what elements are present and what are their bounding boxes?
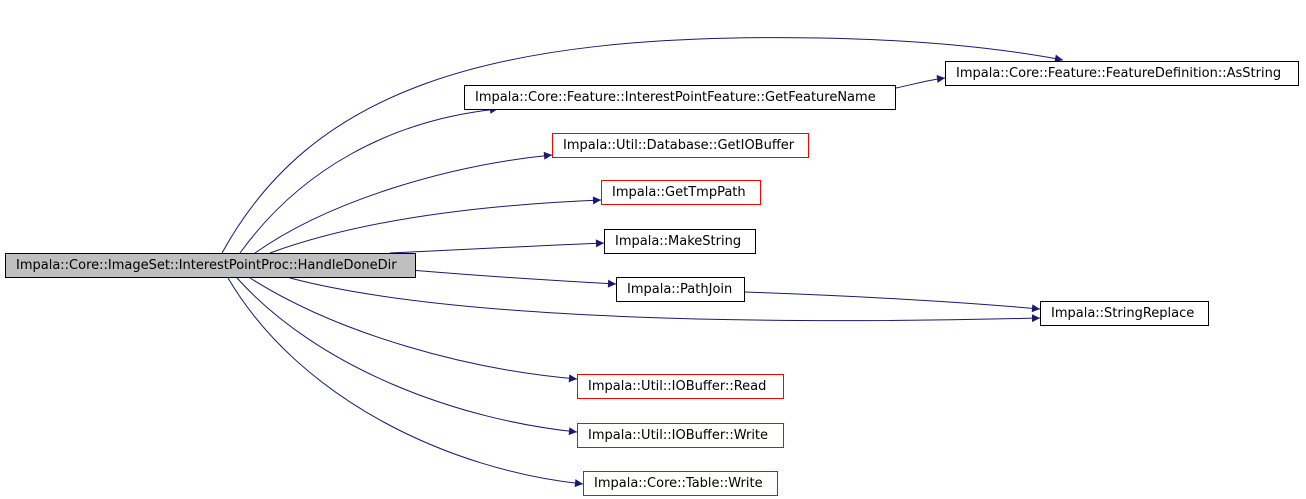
edge-pathjoin-to-stringreplace [744, 291, 1041, 313]
node-makestring[interactable]: Impala::MakeString [604, 229, 756, 254]
edge-root-to-getfeaturename [239, 105, 499, 254]
edge-root-to-iobuffer-write [236, 277, 578, 436]
edge-getfeaturename-to-asstring [895, 74, 946, 89]
edge-root-to-getiobuffer [254, 151, 553, 254]
node-handledonedir: Impala::Core::ImageSet::InterestPointPro… [5, 253, 416, 278]
edge-root-to-makestring [389, 239, 605, 254]
node-getiobuffer[interactable]: Impala::Util::Database::GetIOBuffer [552, 133, 809, 158]
node-iobuffer-read[interactable]: Impala::Util::IOBuffer::Read [577, 374, 784, 399]
edges-layer [221, 37, 1064, 488]
edge-root-to-gettmppath [269, 196, 602, 254]
node-stringreplace[interactable]: Impala::StringReplace [1040, 301, 1209, 326]
edge-root-to-stringreplace [289, 277, 1041, 323]
edge-root-to-table-write [227, 277, 584, 488]
node-iobuffer-write[interactable]: Impala::Util::IOBuffer::Write [577, 423, 784, 448]
edge-root-to-pathjoin [409, 269, 617, 288]
node-getfeaturename[interactable]: Impala::Core::Feature::InterestPointFeat… [464, 85, 896, 110]
node-gettmppath[interactable]: Impala::GetTmpPath [601, 180, 761, 205]
node-table-write[interactable]: Impala::Core::Table::Write [583, 471, 778, 496]
node-pathjoin[interactable]: Impala::PathJoin [616, 277, 745, 302]
edge-root-to-iobuffer-read [249, 277, 578, 383]
node-featuredefinition-asstring[interactable]: Impala::Core::Feature::FeatureDefinition… [945, 61, 1299, 86]
edge-root-to-asstring [221, 37, 1064, 254]
